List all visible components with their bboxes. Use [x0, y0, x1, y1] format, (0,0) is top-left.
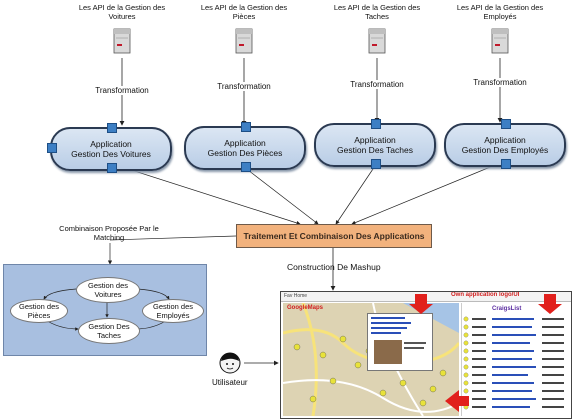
app-title: Application: [484, 135, 526, 145]
connector-icon: [241, 122, 251, 132]
node-pieces: Gestion des Pièces: [10, 299, 68, 323]
red-arrow-icon: [445, 390, 469, 412]
user-icon: [219, 352, 241, 374]
app-subtitle: Gestion Des Employés: [461, 145, 549, 155]
user-label: Utilisateur: [212, 378, 248, 387]
connector-icon: [241, 162, 251, 172]
app-subtitle: Gestion Des Taches: [337, 145, 413, 155]
transformation-label: Transformation: [450, 78, 550, 87]
line-matching-label: [109, 235, 237, 241]
api-label-pieces: Les API de la Gestion des Pièces: [200, 3, 288, 21]
connector-icon: [501, 119, 511, 129]
red-arrow-icon: [538, 294, 562, 314]
arrow-app-2: [243, 166, 319, 225]
app-title: Application: [90, 139, 132, 149]
transformation-label: Transformation: [194, 82, 294, 91]
red-arrow-icon: [409, 294, 433, 314]
matching-box: Gestion des Voitures Gestion des Pièces …: [3, 264, 207, 356]
connector-icon: [371, 159, 381, 169]
server-icon: [368, 28, 386, 54]
app-subtitle: Gestion Des Pièces: [207, 148, 283, 158]
list-panel: CraigsList: [461, 303, 570, 416]
node-taches: Gestion Des Taches: [78, 318, 140, 344]
api-label-voitures: Les API de la Gestion des Voitures: [78, 3, 166, 21]
mashup-label: Construction De Mashup: [287, 262, 381, 272]
connector-icon: [501, 159, 511, 169]
app-subtitle: Gestion Des Voitures: [71, 149, 151, 159]
list-title: CraigsList: [492, 306, 522, 312]
connector-icon: [107, 123, 117, 133]
app-box-pieces: Application Gestion Des Pièces: [184, 122, 306, 172]
mashup-screenshot: Fav Home Own application logo/UI GoogleM…: [280, 291, 572, 419]
arrow-app-1: [121, 166, 301, 225]
node-voitures: Gestion des Voitures: [76, 277, 140, 303]
arrow-app-4: [351, 162, 501, 225]
map-popup: [367, 313, 433, 371]
server-icon: [235, 28, 253, 54]
list-rows: [463, 316, 564, 410]
red-arrows: [409, 294, 562, 412]
transformation-label: Transformation: [327, 80, 427, 89]
own-app-label: Own application logo/UI: [451, 292, 520, 298]
server-icon: [491, 28, 509, 54]
transformation-label: Transformation: [72, 86, 172, 95]
map-panel: GoogleMaps: [283, 303, 459, 416]
traitement-label: Traitement Et Combinaison Des Applicatio…: [243, 231, 425, 241]
screenshot-header-text: Fav Home: [284, 293, 308, 299]
connector-icon: [371, 119, 381, 129]
matching-label: Combinaison Proposée Par le Matching: [59, 224, 159, 242]
traitement-box: Traitement Et Combinaison Des Applicatio…: [236, 224, 432, 248]
map-title: GoogleMaps: [287, 305, 324, 311]
arrow-app-3: [335, 162, 378, 225]
app-title: Application: [354, 135, 396, 145]
api-label-taches: Les API de la Gestion des Taches: [333, 3, 421, 21]
connector-icon: [47, 143, 57, 153]
api-label-employes: Les API de la Gestion des Employés: [456, 3, 544, 21]
server-icon: [113, 28, 131, 54]
connector-icon: [107, 163, 117, 173]
node-employes: Gestion des Employés: [142, 299, 204, 323]
app-box-voitures: Application Gestion Des Voitures: [47, 123, 172, 173]
app-box-taches: Application Gestion Des Taches: [314, 119, 436, 169]
app-title: Application: [224, 138, 266, 148]
app-box-employes: Application Gestion Des Employés: [444, 119, 566, 169]
